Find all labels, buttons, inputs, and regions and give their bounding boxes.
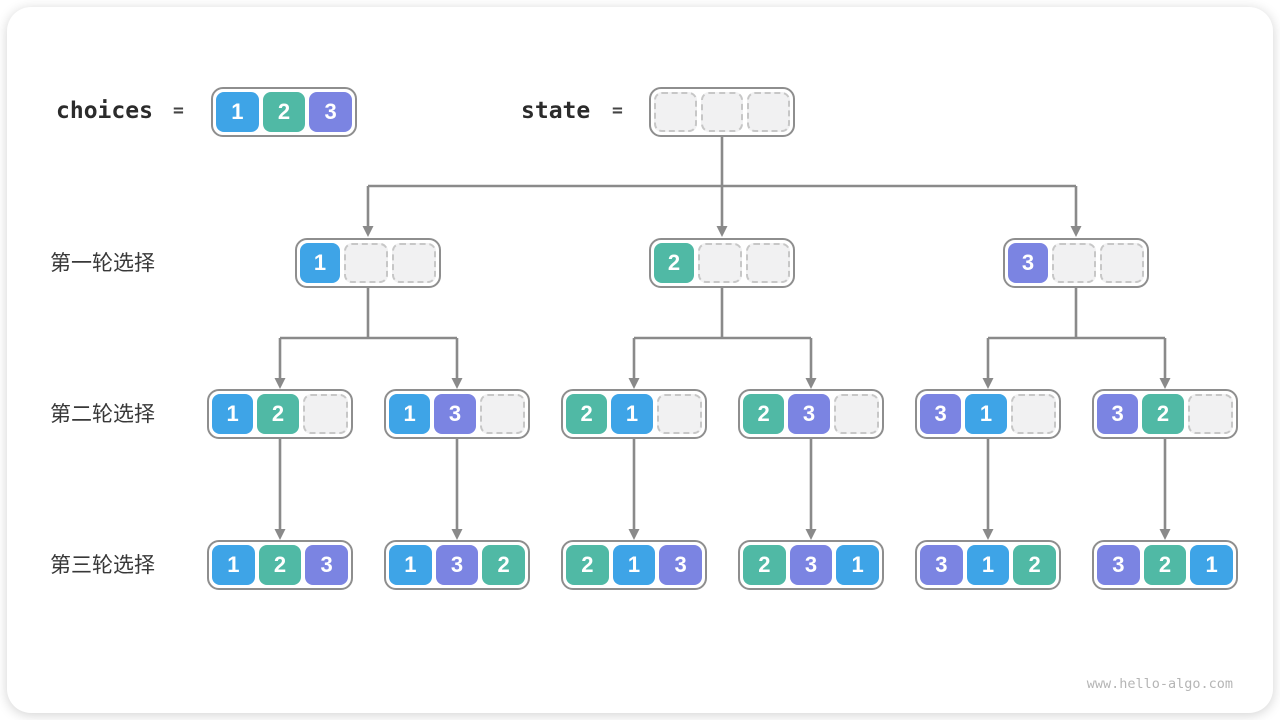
array-cell: 3	[435, 545, 479, 585]
array-cell: 2	[262, 92, 306, 132]
tree-node: 1 3	[384, 389, 530, 439]
tree-node: 1 3 2	[384, 540, 530, 590]
diagram-card	[7, 7, 1273, 713]
array-cell: 3	[789, 545, 833, 585]
array-cell: 3	[920, 545, 963, 585]
tree-node: 3 2	[1092, 389, 1238, 439]
array-cell	[344, 243, 388, 283]
array-cell: 1	[836, 545, 880, 585]
round-1-label: 第一轮选择	[50, 252, 155, 275]
array-cell	[700, 92, 744, 132]
array-cell: 3	[788, 394, 830, 434]
tree-node: 3 1 2	[915, 540, 1061, 590]
array-cell	[1052, 243, 1096, 283]
array-cell: 1	[389, 545, 432, 585]
array-cell: 2	[482, 545, 526, 585]
choices-label: choices	[56, 98, 153, 124]
array-cell: 3	[920, 394, 962, 434]
array-cell: 3	[1008, 243, 1048, 283]
tree-node: 3 1	[915, 389, 1061, 439]
array-cell: 3	[659, 545, 703, 585]
array-cell: 3	[1097, 545, 1140, 585]
array-cell	[1010, 394, 1056, 434]
array-cell	[1187, 394, 1233, 434]
equals-sign: =	[173, 100, 184, 121]
array-cell: 3	[305, 545, 349, 585]
array-cell	[698, 243, 742, 283]
array-cell: 1	[389, 394, 431, 434]
array-cell: 3	[309, 92, 353, 132]
tree-node: 1 2 3	[207, 540, 353, 590]
array-cell: 1	[212, 394, 254, 434]
array-cell: 1	[300, 243, 340, 283]
array-cell	[746, 243, 790, 283]
state-array	[649, 87, 795, 137]
array-cell: 2	[1142, 394, 1184, 434]
round-2-label: 第二轮选择	[50, 403, 155, 426]
watermark: www.hello-algo.com	[1086, 676, 1233, 692]
round-3-label: 第三轮选择	[50, 554, 155, 577]
array-cell: 2	[743, 545, 786, 585]
array-cell: 3	[434, 394, 476, 434]
array-cell: 2	[566, 394, 608, 434]
array-cell	[302, 394, 348, 434]
array-cell	[1100, 243, 1144, 283]
tree-node: 2 1	[561, 389, 707, 439]
array-cell: 2	[566, 545, 609, 585]
array-cell: 2	[743, 394, 785, 434]
choices-array: 1 2 3	[211, 87, 357, 137]
tree-node: 1	[295, 238, 441, 288]
array-cell: 3	[1097, 394, 1139, 434]
array-cell	[654, 92, 697, 132]
tree-node: 2 3 1	[738, 540, 884, 590]
array-cell: 2	[1143, 545, 1187, 585]
array-cell: 2	[258, 545, 302, 585]
array-cell: 1	[611, 394, 653, 434]
array-cell: 1	[966, 545, 1010, 585]
array-cell: 2	[1013, 545, 1057, 585]
tree-node: 2 1 3	[561, 540, 707, 590]
array-cell	[833, 394, 879, 434]
array-cell: 1	[212, 545, 255, 585]
array-cell: 1	[216, 92, 259, 132]
state-label: state	[521, 98, 591, 124]
array-cell	[479, 394, 525, 434]
tree-node: 1 2	[207, 389, 353, 439]
array-cell: 1	[965, 394, 1007, 434]
array-cell	[747, 92, 791, 132]
tree-node: 3	[1003, 238, 1149, 288]
array-cell	[392, 243, 436, 283]
array-cell: 2	[654, 243, 694, 283]
equals-sign: =	[612, 100, 623, 121]
array-cell: 1	[612, 545, 656, 585]
tree-node: 2 3	[738, 389, 884, 439]
tree-node: 2	[649, 238, 795, 288]
tree-node: 3 2 1	[1092, 540, 1238, 590]
array-cell: 2	[257, 394, 299, 434]
array-cell	[656, 394, 702, 434]
array-cell: 1	[1190, 545, 1234, 585]
